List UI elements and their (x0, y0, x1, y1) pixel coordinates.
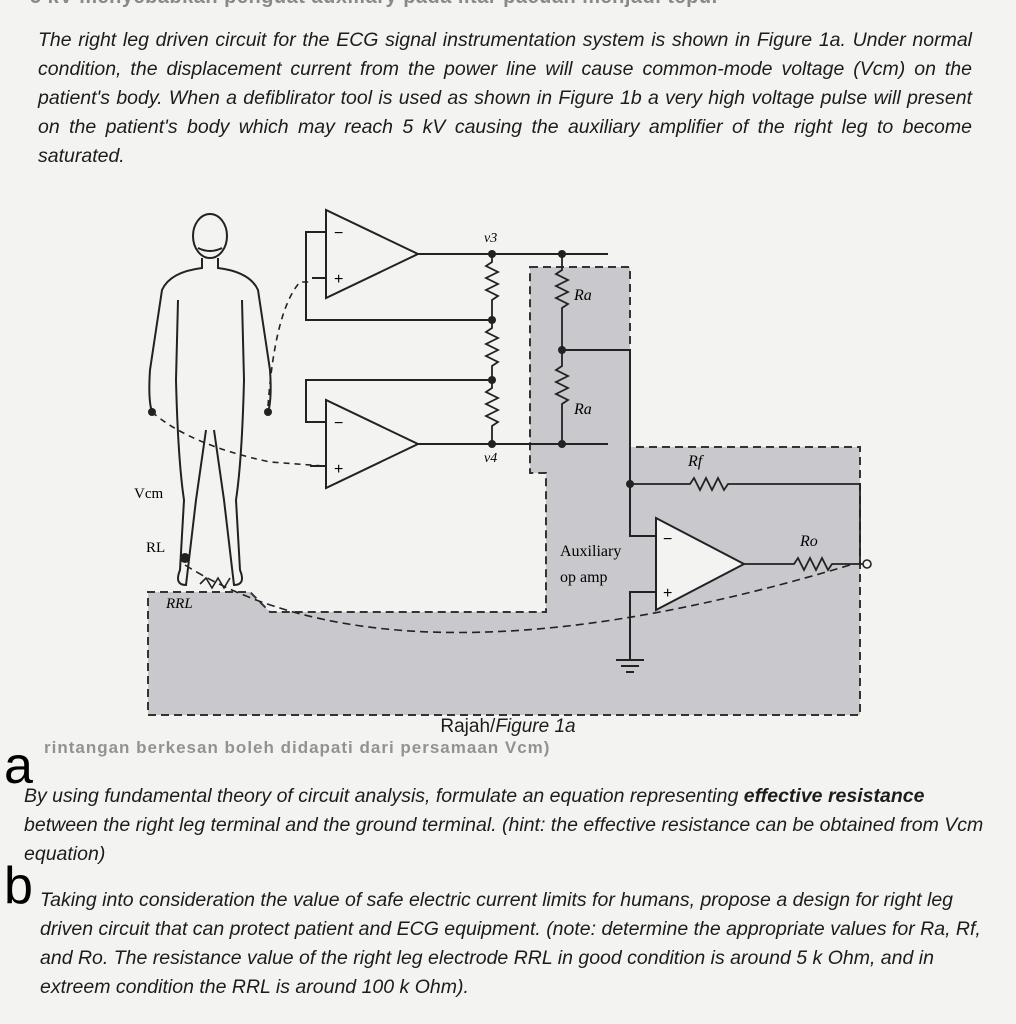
right-leg-driven-circuit-diagram: − + − + v3 v4 Ra Ra (134, 208, 872, 716)
cut-off-text-middle: rintangan berkesan boleh didapati dari p… (44, 738, 551, 757)
opamp1-minus: − (334, 225, 343, 242)
cut-off-text-top: 5 kV menyebabkan penguat auxiliary pada … (30, 0, 930, 9)
question-a-text: By using fundamental theory of circuit a… (24, 785, 984, 865)
vcm-label: Vcm (134, 486, 163, 502)
rrl-label: RRL (165, 596, 193, 612)
aux-plus: + (663, 585, 672, 602)
intro-paragraph: The right leg driven circuit for the ECG… (38, 29, 972, 167)
ra-top-label: Ra (573, 287, 592, 304)
v4-label: v4 (484, 451, 497, 466)
shaded-protection-region (147, 266, 861, 716)
question-a-marker: a (4, 737, 33, 795)
aux-label-line1: Auxiliary (560, 543, 621, 560)
question-b-marker: b (4, 857, 33, 915)
figure-caption: Rajah/Figure 1a (440, 716, 576, 737)
opamp1-plus: + (334, 271, 343, 288)
question-b-text: Taking into consideration the value of s… (40, 889, 981, 998)
opamp2-plus: + (334, 461, 343, 478)
rl-label: RL (146, 540, 165, 556)
opamp2-minus: − (334, 415, 343, 432)
circuit-figure: − + − + v3 v4 Ra Ra (100, 200, 880, 725)
patient-figure (148, 213, 272, 587)
v3-label: v3 (484, 231, 497, 246)
aux-minus: − (663, 531, 672, 548)
rf-label: Rf (687, 453, 705, 470)
ra-bottom-label: Ra (573, 401, 592, 418)
ro-label: Ro (799, 533, 818, 550)
aux-label-line2: op amp (560, 569, 608, 586)
